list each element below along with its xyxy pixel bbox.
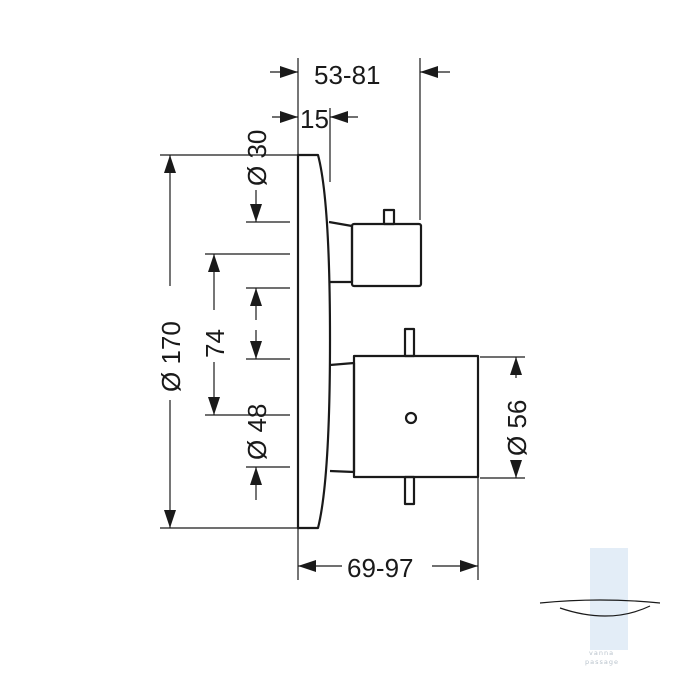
- watermark-text-1: vanna: [589, 649, 614, 657]
- handle-screw-hole: [404, 411, 418, 425]
- handle-body: [352, 354, 480, 479]
- dimension-lines: [164, 66, 522, 572]
- dim-rosette-offset: 15: [300, 104, 329, 134]
- dim-knob-diameter-mid: Ø 48: [242, 404, 272, 460]
- dimension-labels: 53-81 15 Ø 30 Ø 170 74 Ø 48 Ø 56 69-97: [156, 60, 532, 583]
- dim-depth-thermostat: 53-81: [314, 60, 381, 90]
- watermark-logo: vanna passage: [539, 548, 661, 666]
- watermark-text-2: passage: [585, 658, 619, 666]
- dim-handle-diameter: Ø 56: [502, 400, 532, 456]
- rosette-plate: [296, 153, 332, 530]
- mixer-outline: [296, 153, 480, 530]
- handle-pin-top: [403, 327, 416, 358]
- thermostat-knob: [328, 220, 354, 284]
- thermostat-knob-pin: [382, 208, 396, 226]
- thermostat-knob-body: [350, 222, 423, 288]
- dim-center-distance: 74: [200, 329, 230, 358]
- dim-depth-handle: 69-97: [347, 553, 414, 583]
- handle-pin-bottom: [403, 475, 416, 506]
- handle-neck: [329, 361, 356, 474]
- watermark-bar: [590, 548, 628, 650]
- extension-lines: [160, 58, 525, 580]
- dim-knob-diameter-small: Ø 30: [242, 130, 272, 186]
- dim-rosette-height: Ø 170: [156, 321, 186, 392]
